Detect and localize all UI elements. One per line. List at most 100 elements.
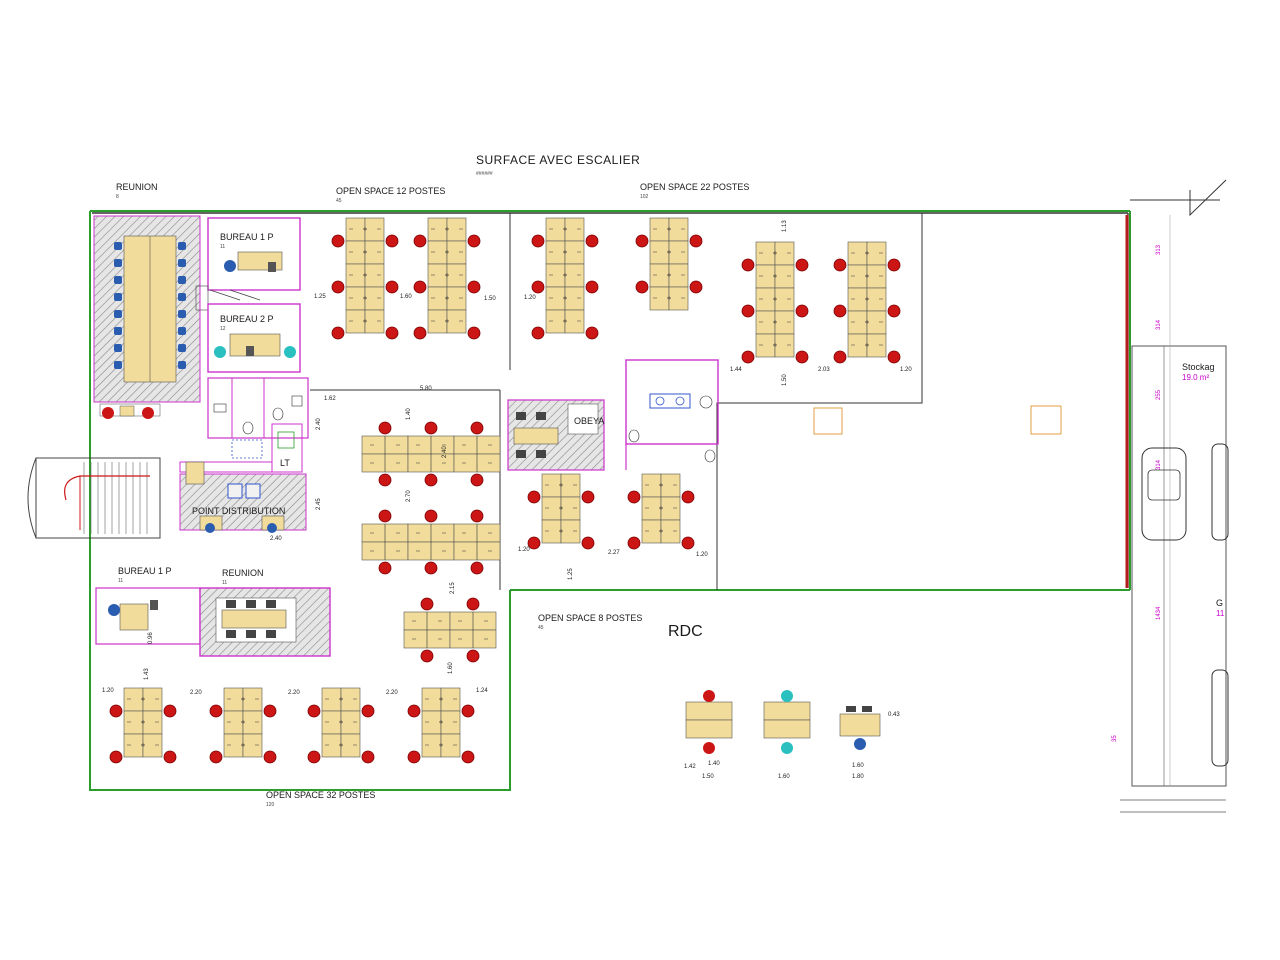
plan-title-sub: ###### xyxy=(476,171,493,177)
dim-label: 1.25 xyxy=(314,294,326,300)
dim-label: 1.20 xyxy=(696,552,708,558)
dim-label: 1.24 xyxy=(476,688,488,694)
dim-label: 1.60 xyxy=(400,294,412,300)
chair xyxy=(385,280,399,294)
dim-label: 1.20 xyxy=(900,367,912,373)
dim-label: 1.50 xyxy=(782,374,788,386)
obeya-room xyxy=(507,399,605,471)
desk-pair xyxy=(627,519,695,550)
chair xyxy=(178,276,186,284)
desk-cluster xyxy=(361,421,501,487)
chair xyxy=(795,258,809,272)
chair xyxy=(114,293,122,301)
chair xyxy=(109,750,123,764)
desk-pair xyxy=(741,287,809,318)
desk-pair xyxy=(223,710,263,735)
right-partial-sub: 11 xyxy=(1216,609,1225,618)
desk-cluster xyxy=(635,217,703,311)
open-space-12-desks xyxy=(331,217,481,340)
desk-pair xyxy=(741,241,809,272)
desk-pair xyxy=(307,687,375,718)
desk-pair xyxy=(427,240,467,265)
chair xyxy=(689,234,703,248)
chair xyxy=(226,630,236,638)
dim-label: 1.20 xyxy=(524,295,536,301)
chair xyxy=(163,750,177,764)
chair xyxy=(114,327,122,335)
chair xyxy=(209,750,223,764)
os12-label: OPEN SPACE 12 POSTES xyxy=(336,186,445,196)
right-dim: 314 xyxy=(1156,319,1162,330)
legend-dim: 1.42 xyxy=(684,764,696,770)
desk-cluster xyxy=(109,687,177,764)
chair xyxy=(413,280,427,294)
desk-cluster xyxy=(209,687,277,764)
desk-pair xyxy=(531,309,599,340)
chair xyxy=(413,326,427,340)
desk-pair xyxy=(755,264,795,289)
chair xyxy=(627,536,641,550)
dim-label: 2.20 xyxy=(386,690,398,696)
chair xyxy=(833,258,847,272)
os32-sub: 120 xyxy=(266,802,275,808)
desk-cluster xyxy=(627,473,695,550)
bureau2-label: BUREAU 2 P xyxy=(220,314,274,324)
chair xyxy=(178,344,186,352)
os12-sub: 45 xyxy=(336,198,342,204)
chair xyxy=(581,536,595,550)
lt-label: LT xyxy=(280,458,290,468)
chair xyxy=(385,234,399,248)
chair xyxy=(226,600,236,608)
chair xyxy=(361,750,375,764)
reunion-top-sub: 8 xyxy=(116,194,119,200)
chair xyxy=(246,600,256,608)
chair xyxy=(331,326,345,340)
chair xyxy=(114,276,122,284)
chair xyxy=(114,344,122,352)
chair xyxy=(331,280,345,294)
bureau1-bottom-room xyxy=(95,587,201,645)
desk-cluster xyxy=(361,509,501,575)
chair xyxy=(266,630,276,638)
chair xyxy=(470,473,484,487)
chair xyxy=(378,473,392,487)
chair xyxy=(413,234,427,248)
dim-label: 2.03 xyxy=(818,367,830,373)
dim-label: 2.40 xyxy=(316,418,322,430)
dimension-labels: 1.25 1.60 1.50 1.20 1.44 2.03 1.20 1.13 … xyxy=(102,220,912,696)
os32-label: OPEN SPACE 32 POSTES xyxy=(266,790,375,800)
chair xyxy=(424,509,438,523)
chair xyxy=(178,293,186,301)
bureau1-top-label: BUREAU 1 P xyxy=(220,232,274,242)
chair xyxy=(627,490,641,504)
chair xyxy=(466,597,480,611)
os22-label: OPEN SPACE 22 POSTES xyxy=(640,182,749,192)
chair xyxy=(263,704,277,718)
desk-cluster xyxy=(833,241,901,364)
chair xyxy=(114,242,122,250)
chair xyxy=(585,280,599,294)
chair xyxy=(361,704,375,718)
desk-pair xyxy=(627,473,695,504)
legend-desk xyxy=(763,690,811,754)
chair xyxy=(833,304,847,318)
os22-sub: 102 xyxy=(640,194,649,200)
chair xyxy=(741,258,755,272)
desk-pair xyxy=(649,286,689,311)
os8-sub: 45 xyxy=(538,625,544,631)
chair xyxy=(531,326,545,340)
desk-pair xyxy=(209,733,277,764)
desk-pair xyxy=(421,710,461,735)
chair xyxy=(114,259,122,267)
pillar-left xyxy=(813,407,843,435)
reunion-bottom-sub: 11 xyxy=(222,580,227,586)
reunion-bottom-label: REUNION xyxy=(222,568,264,578)
chair xyxy=(741,304,755,318)
chair xyxy=(307,750,321,764)
pillar-right xyxy=(1030,405,1062,435)
chair xyxy=(461,704,475,718)
chair xyxy=(307,704,321,718)
chair xyxy=(331,234,345,248)
chair xyxy=(887,304,901,318)
chair xyxy=(424,421,438,435)
